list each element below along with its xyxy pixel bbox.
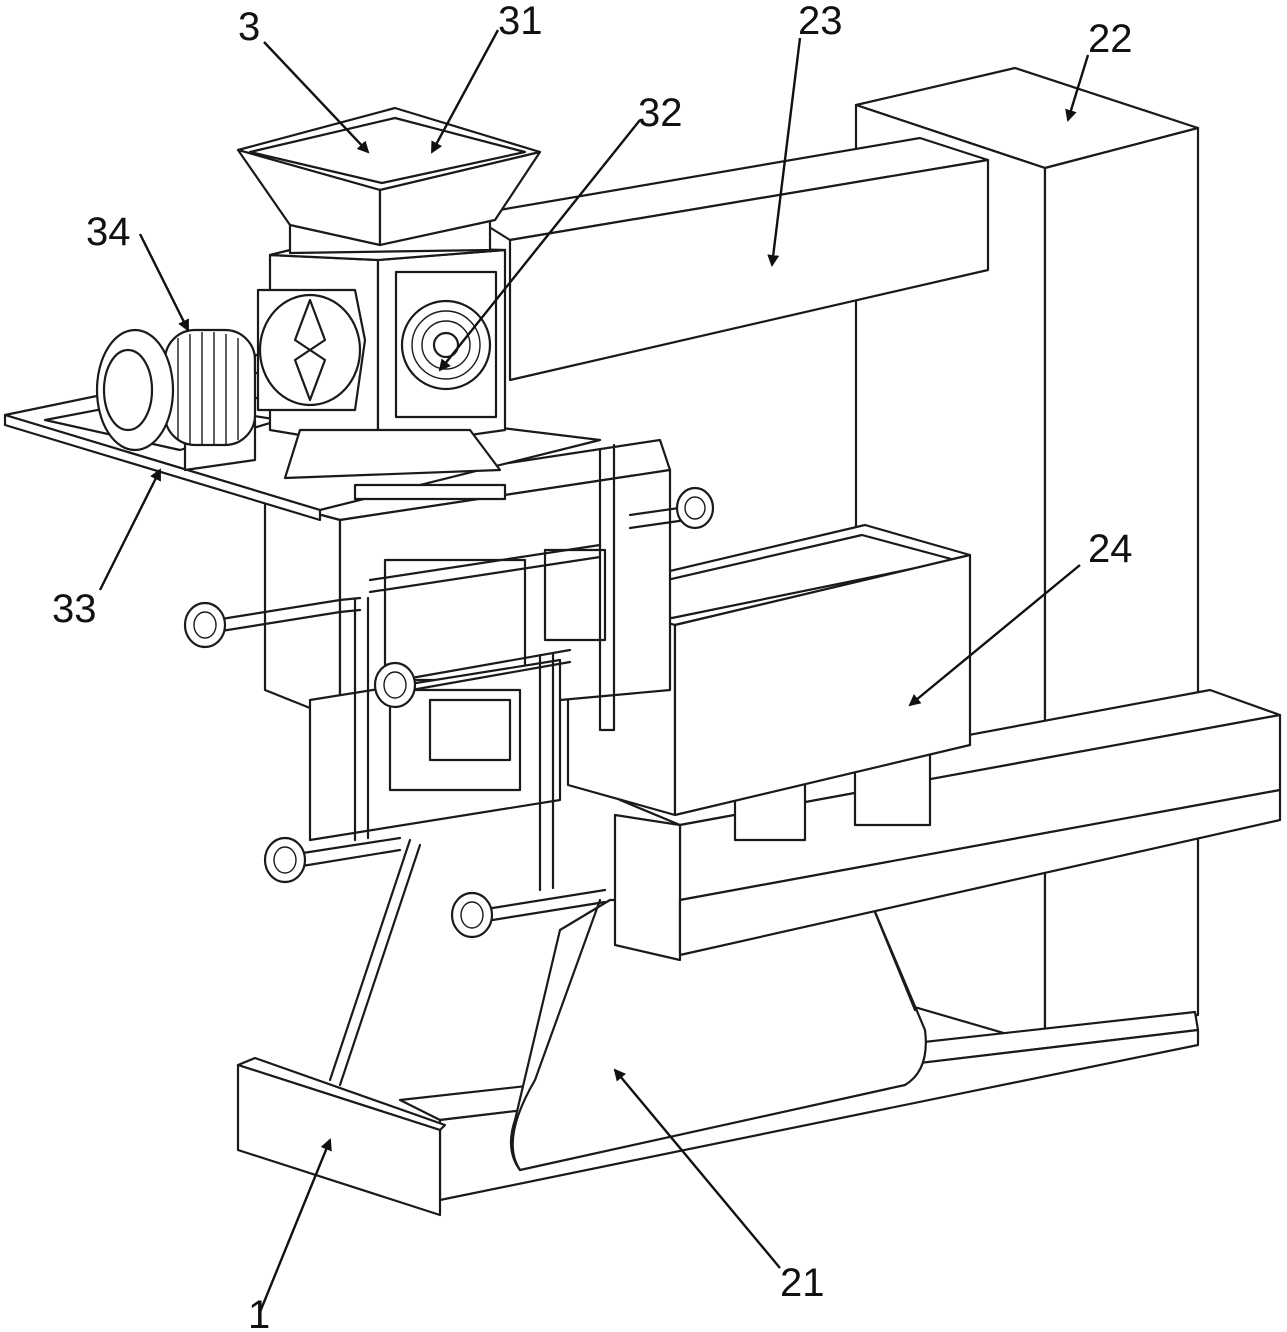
label-22: 22: [1088, 17, 1133, 61]
leader-lines: [98, 29, 1090, 1313]
label-21: 21: [780, 1261, 825, 1305]
label-32: 32: [638, 91, 683, 135]
label-1: 1: [248, 1293, 270, 1332]
crusher-housing: [256, 210, 507, 480]
base-plate: [236, 1056, 447, 1217]
label-33: 33: [52, 587, 97, 631]
collection-bin: [566, 523, 972, 817]
label-24: 24: [1088, 527, 1133, 571]
label-31: 31: [498, 0, 543, 43]
label-34: 34: [86, 210, 131, 254]
label-23: 23: [798, 0, 843, 43]
label-3: 3: [238, 5, 260, 49]
horizontal-beam: [468, 136, 990, 382]
feed-hopper: [236, 106, 542, 247]
pipe-network: [183, 443, 715, 1087]
chute: [509, 898, 927, 1172]
reference-labels: 3 31 32 34 33 23 22 24 21 1: [52, 0, 1133, 1332]
